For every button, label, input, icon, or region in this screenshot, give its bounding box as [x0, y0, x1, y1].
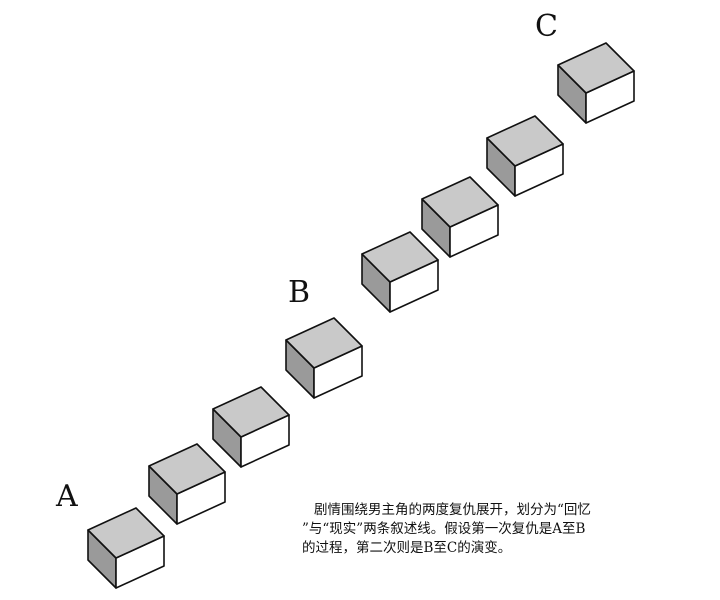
point-label-b: B [288, 275, 311, 310]
caption-text: 剧情围绕男主角的两度复仇展开，划分为“回忆 ”与“现实”两条叙述线。假设第一次复… [302, 501, 674, 558]
block-7 [486, 115, 564, 197]
block-7-top-face [486, 115, 564, 167]
block-1-top-face [87, 507, 165, 559]
block-1 [87, 507, 165, 589]
caption-line-3: 的过程，第二次则是B至C的演变。 [302, 540, 512, 556]
block-4 [285, 317, 363, 399]
block-8 [557, 42, 635, 124]
caption-line-2: ”与“现实”两条叙述线。假设第一次复仇是A至B [302, 521, 586, 537]
block-6-top-face [421, 176, 499, 228]
block-5-top-face [361, 231, 439, 283]
point-label-c: C [535, 9, 558, 44]
block-2 [148, 443, 226, 525]
caption-line-1: 剧情围绕男主角的两度复仇展开，划分为“回忆 [314, 502, 591, 518]
point-label-a: A [56, 479, 78, 514]
block-3 [212, 386, 290, 468]
block-2-top-face [148, 443, 226, 495]
block-5 [361, 231, 439, 313]
block-3-top-face [212, 386, 290, 438]
block-6 [421, 176, 499, 258]
block-4-top-face [285, 317, 363, 369]
block-8-top-face [557, 42, 635, 94]
